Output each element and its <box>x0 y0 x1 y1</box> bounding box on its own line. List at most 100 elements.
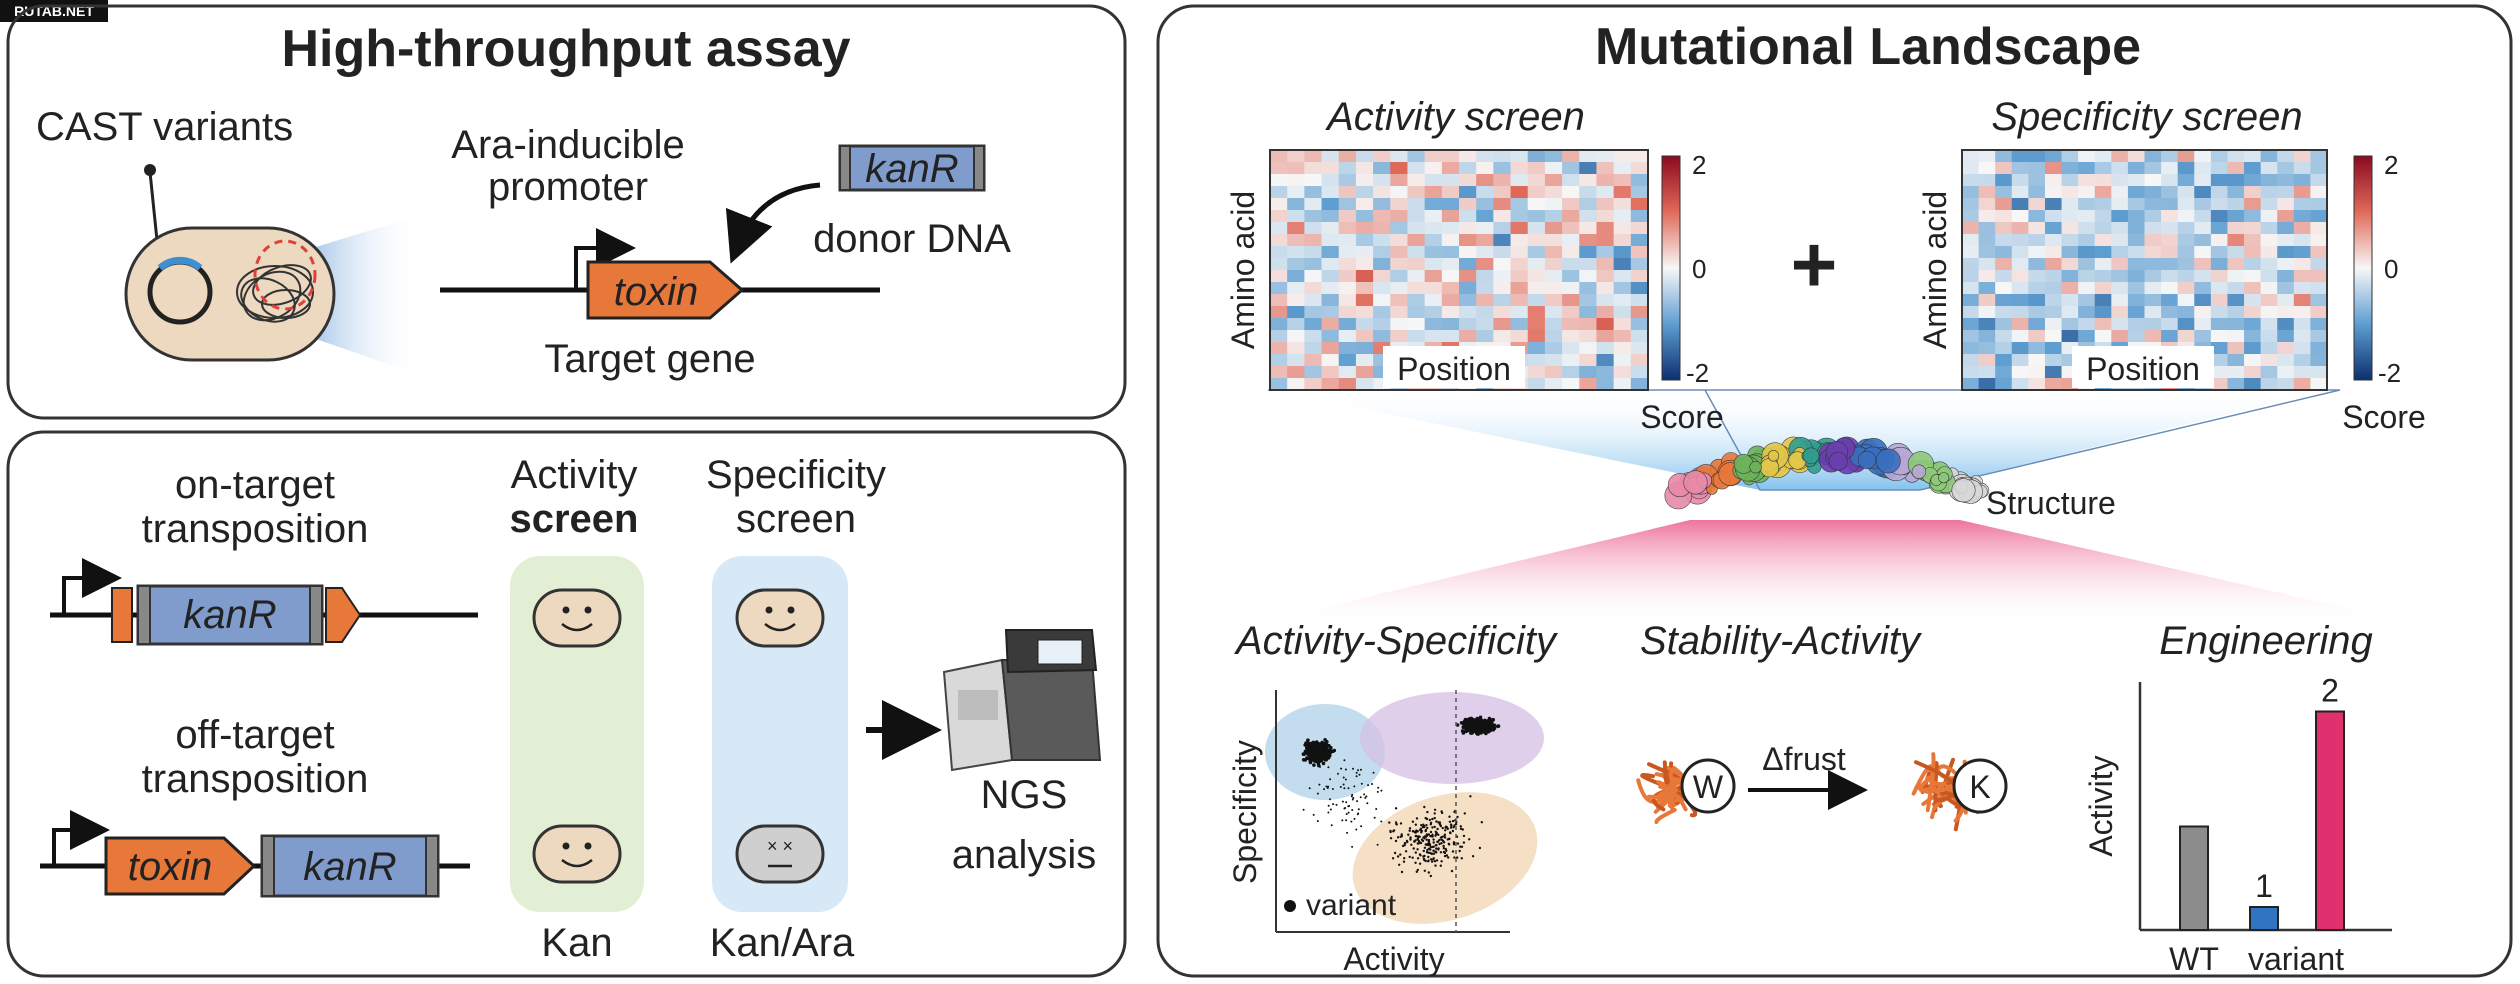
heatmap-cell <box>1373 198 1391 211</box>
variant-dot <box>1327 766 1330 769</box>
variant-dot <box>1415 835 1418 838</box>
heatmap-cell <box>1962 318 1980 331</box>
activity-score-label: Score <box>1640 399 1724 435</box>
heatmap-cell <box>1338 378 1357 391</box>
heatmap-cell <box>1978 234 1996 247</box>
heatmap-cell <box>2210 174 2228 187</box>
variant-dot <box>1475 732 1480 736</box>
heatmap-cell <box>2028 342 2046 355</box>
heatmap-cell <box>2260 210 2278 223</box>
heatmap-cell <box>1373 294 1391 307</box>
heatmap-cell <box>1459 306 1477 319</box>
heatmap-cell <box>2061 282 2079 295</box>
variant-dot <box>1355 828 1358 831</box>
variant-dot <box>1426 826 1429 830</box>
heatmap-cell <box>1562 366 1580 379</box>
off-target-label-2: transposition <box>142 757 369 801</box>
heatmap-cell <box>2260 306 2278 319</box>
heatmap-cell <box>2194 282 2212 295</box>
heatmap-cell <box>2293 186 2311 199</box>
heatmap-cell <box>2028 294 2046 307</box>
heatmap-cell <box>1962 174 1980 187</box>
variant-dot <box>1305 756 1310 761</box>
heatmap-cell <box>1321 210 1340 223</box>
heatmap-cell <box>2127 294 2145 307</box>
heatmap-cell <box>2144 174 2162 187</box>
heatmap-cell <box>1373 186 1391 199</box>
variant-dot <box>1463 812 1467 815</box>
specificity-screen-title: Specificity screen <box>1991 95 2302 139</box>
heatmap-cell <box>1630 342 1649 355</box>
variant-dot <box>1420 824 1423 827</box>
heatmap-cell <box>2144 270 2162 283</box>
heatmap-cell <box>1544 318 1563 331</box>
heatmap-cell <box>2011 318 2029 331</box>
variant-dot <box>1350 820 1353 823</box>
heatmap-cell <box>1630 234 1649 247</box>
heatmap-cell <box>2127 234 2145 247</box>
heatmap-cell <box>2044 174 2063 187</box>
heatmap-cell <box>2194 198 2212 211</box>
heatmap-cell <box>1441 294 1460 307</box>
variant-dot <box>1425 851 1429 854</box>
heatmap-cell <box>1995 246 2013 259</box>
variant-dot <box>1429 845 1433 849</box>
heatmap-cell <box>1493 222 1512 235</box>
variant-dot <box>1389 830 1392 834</box>
heatmap-cell <box>1476 150 1494 163</box>
heatmap-cell <box>1962 222 1980 235</box>
heatmap-cell <box>1270 210 1288 223</box>
heatmap-cell <box>2310 258 2328 271</box>
heatmap-cell <box>2028 246 2046 259</box>
variant-dot <box>1353 817 1356 820</box>
variant-dot <box>1359 768 1362 771</box>
heatmap-cell <box>1962 162 1980 175</box>
variant-dot <box>1416 868 1420 872</box>
heatmap-cell <box>1579 210 1597 223</box>
variant-dot <box>1408 855 1411 859</box>
variant-dot <box>1392 830 1395 833</box>
heatmap-cell <box>1321 162 1340 175</box>
heatmap-cell <box>2028 270 2046 283</box>
heatmap-cell <box>1390 174 1408 187</box>
variant-dot <box>1342 776 1345 779</box>
heatmap-cell <box>2111 306 2129 319</box>
variant-dot <box>1337 772 1339 775</box>
heatmap-cell <box>1527 162 1546 175</box>
off-target-toxin <box>104 836 257 896</box>
heatmap-cell <box>1630 162 1649 175</box>
heatmap-cell <box>2011 354 2029 367</box>
activity-colorbar-tick-neg2: -2 <box>1686 358 1709 388</box>
heatmap-cell <box>1544 330 1563 343</box>
heatmap-cell <box>1321 282 1340 295</box>
heatmap-cell <box>1304 354 1323 367</box>
heatmap-cell <box>1493 174 1512 187</box>
heatmap-cell <box>2227 198 2245 211</box>
heatmap-cell <box>2293 198 2311 211</box>
activity-screen-header-2: screen <box>510 497 639 541</box>
heatmap-cell <box>2194 306 2212 319</box>
variant-dot <box>1444 825 1448 828</box>
heatmap-cell <box>1441 210 1460 223</box>
heatmap-cell <box>1287 270 1305 283</box>
heatmap-cell <box>2293 294 2311 307</box>
heatmap-cell <box>2177 198 2195 211</box>
heatmap-cell <box>1995 306 2013 319</box>
heatmap-cell <box>2310 162 2328 175</box>
heatmap-cell <box>1424 318 1443 331</box>
heatmap-cell <box>1287 378 1305 391</box>
heatmap-cell <box>1270 258 1288 271</box>
heatmap-cell <box>2244 354 2262 367</box>
variant-dot <box>1427 833 1431 836</box>
heatmap-cell <box>1407 306 1426 319</box>
heatmap-cell <box>1270 354 1288 367</box>
heatmap-cell <box>1407 258 1426 271</box>
heatmap-cell <box>2078 270 2096 283</box>
heatmap-cell <box>2293 306 2311 319</box>
heatmap-cell <box>2144 282 2162 295</box>
heatmap-cell <box>1270 150 1288 163</box>
heatmap-cell <box>1304 282 1323 295</box>
act-spec-ylabel: Specificity <box>1227 740 1263 884</box>
variant-dot <box>1430 852 1434 856</box>
heatmap-cell <box>2227 222 2245 235</box>
